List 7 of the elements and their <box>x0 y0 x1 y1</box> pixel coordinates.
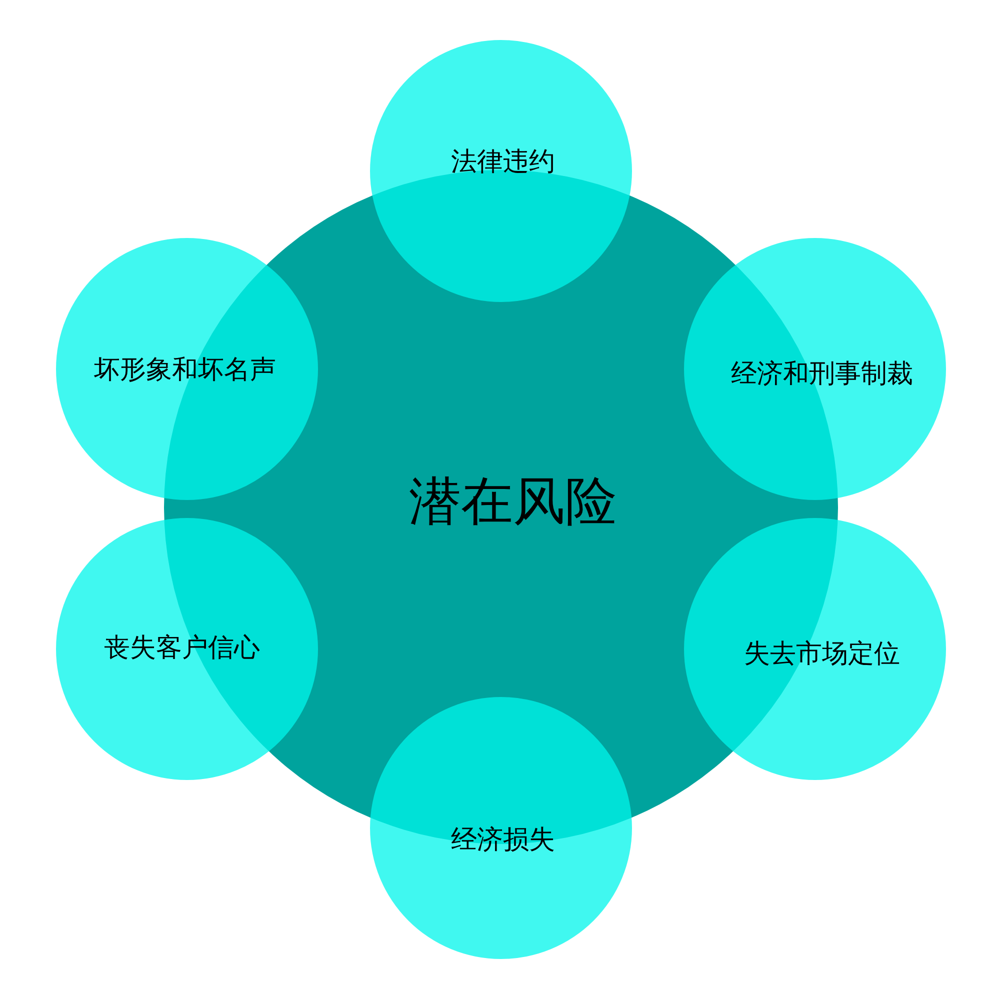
circle-label: 经济损失 <box>451 825 555 857</box>
circle-label: 经济和刑事制裁 <box>731 359 913 391</box>
circle-label: 法律违约 <box>451 147 555 179</box>
circle-label: 坏形象和坏名声 <box>94 355 276 387</box>
central-label: 潜在风险 <box>409 470 617 534</box>
circle-label: 失去市场定位 <box>744 639 900 671</box>
circle-label: 丧失客户信心 <box>104 633 260 665</box>
